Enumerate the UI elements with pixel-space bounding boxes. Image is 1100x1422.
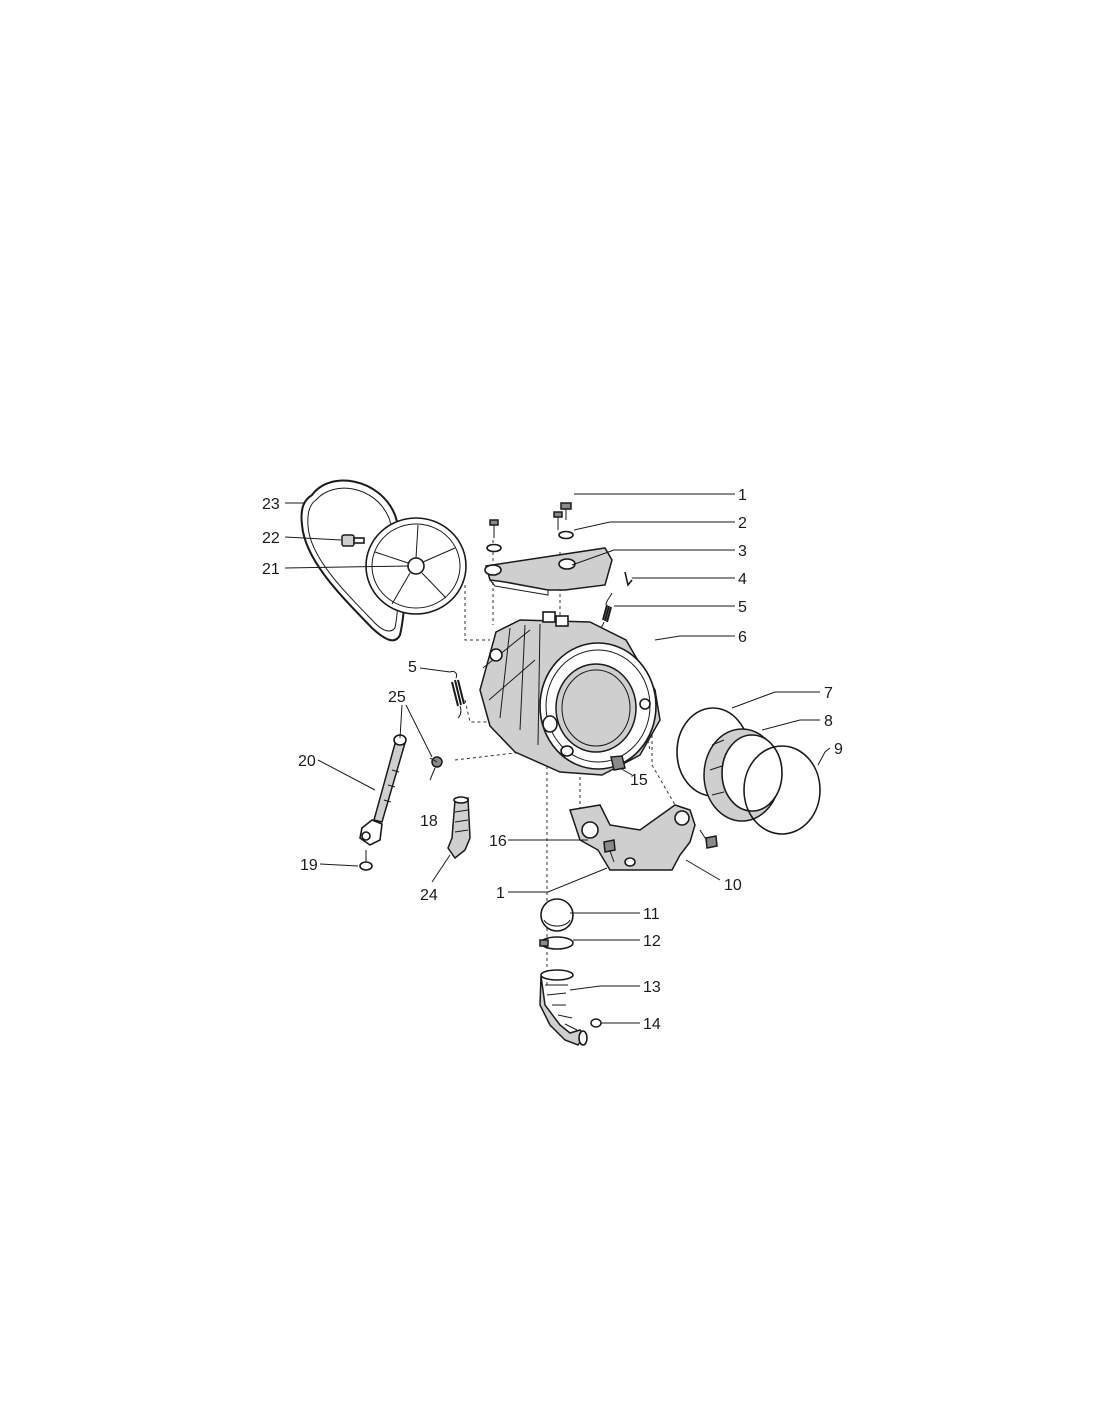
callout-22: 22: [262, 530, 280, 547]
callout-7: 7: [824, 685, 833, 702]
callout-23: 23: [262, 496, 280, 513]
callout-18: 18: [420, 813, 438, 830]
absorber-pin: [429, 756, 443, 768]
callout-16: 16: [489, 833, 507, 850]
drain-bellows: [539, 969, 588, 1046]
outer-ring: [743, 745, 821, 835]
door-gasket: [703, 728, 783, 822]
front-bracket: [569, 804, 696, 871]
callout-15: 15: [630, 772, 648, 789]
leader-lines: [284, 493, 831, 1024]
callout-6: 6: [738, 629, 747, 646]
callout-4: 4: [738, 571, 747, 588]
callout-25: 25: [388, 689, 406, 706]
clip: [624, 571, 633, 587]
tub-clamp: [610, 755, 626, 771]
callout-14: 14: [643, 1016, 661, 1033]
callout-3: 3: [738, 543, 747, 560]
callout-2: 2: [738, 515, 747, 532]
callout-5-lower: 5: [408, 659, 417, 676]
lower-spring: [449, 671, 465, 719]
callout-labels: 1 2 3 4 5 6 7 8 9 10 11 12 13 14 15 16 1…: [262, 487, 843, 1033]
callout-10: 10: [724, 877, 742, 894]
ball: [540, 898, 574, 932]
callout-8: 8: [824, 713, 833, 730]
callout-11: 11: [643, 906, 660, 923]
hose-clamp: [539, 936, 574, 950]
absorber-nut: [359, 850, 373, 871]
tub-assembly: [479, 611, 661, 776]
callout-13: 13: [643, 979, 661, 996]
o-ring: [590, 1018, 602, 1028]
shock-absorber: [359, 734, 407, 846]
pulley-wheel: [365, 517, 467, 615]
pulley-bolt: [341, 534, 365, 547]
callout-21: 21: [262, 561, 280, 578]
callout-9: 9: [834, 741, 843, 758]
callout-24: 24: [420, 887, 438, 904]
counterweight: [484, 547, 613, 596]
callout-12: 12: [643, 933, 661, 950]
pressure-hose: [447, 796, 471, 860]
callout-5-upper: 5: [738, 599, 747, 616]
drive-belt: [300, 479, 406, 642]
callout-1-top: 1: [738, 487, 747, 504]
top-bolts: [486, 502, 574, 553]
callout-19: 19: [300, 857, 318, 874]
callout-1-bottom: 1: [496, 885, 505, 902]
bracket-bolts: [603, 829, 718, 863]
callout-20: 20: [298, 753, 316, 770]
